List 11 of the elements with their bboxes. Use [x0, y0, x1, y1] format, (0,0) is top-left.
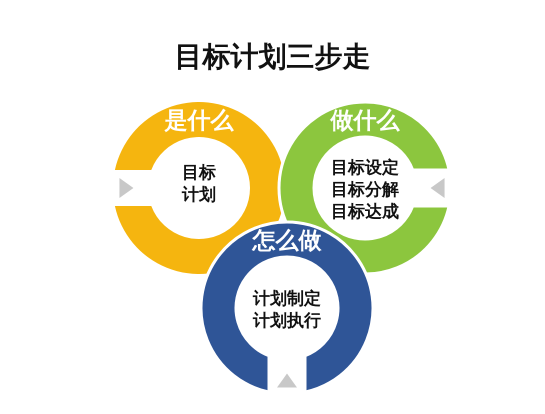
- ring-heading: 怎么做: [250, 227, 322, 255]
- item-text: 计划制定: [253, 288, 321, 310]
- item-text: 计划: [182, 184, 216, 206]
- item-text: 计划执行: [253, 310, 321, 332]
- ring-heading: 做什么: [329, 107, 401, 135]
- item-text: 目标: [182, 162, 216, 184]
- item-text: 目标分解: [331, 179, 399, 201]
- item-text: 目标达成: [331, 201, 399, 223]
- ring-heading: 是什么: [164, 107, 235, 135]
- title: 目标计划三步走: [174, 39, 372, 75]
- item-text: 目标设定: [331, 157, 399, 179]
